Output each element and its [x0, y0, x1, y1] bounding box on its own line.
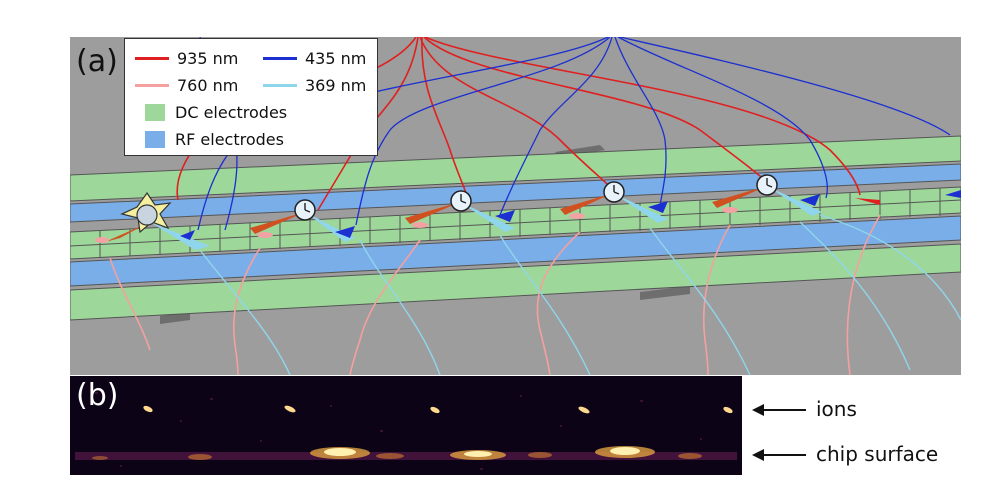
camera-image-background [70, 376, 742, 475]
legend-label-rf: RF electrodes [175, 130, 284, 149]
legend-item-760: 760 nm [135, 76, 238, 95]
clock-icon [294, 199, 316, 221]
chip-surface-scatter [75, 446, 737, 460]
legend-swatch-369 [263, 84, 297, 87]
ions-arrow [752, 404, 806, 416]
legend-item-rf: RF electrodes [145, 130, 284, 149]
legend-label-935: 935 nm [177, 49, 239, 68]
ion-fluorescence-spots [143, 405, 733, 414]
legend-item-435: 435 nm [263, 49, 366, 68]
legend-label-435: 435 nm [305, 49, 367, 68]
panel-a-label: (a) [76, 44, 118, 79]
chip-surface-arrow [752, 449, 806, 461]
legend-label-369: 369 nm [305, 76, 367, 95]
legend: 935 nm 435 nm 760 nm 369 nm DC electrode… [124, 38, 378, 156]
legend-item-369: 369 nm [263, 76, 366, 95]
chip-surface-label: chip surface [816, 442, 939, 466]
camera-noise [95, 392, 702, 470]
legend-swatch-760 [135, 84, 169, 87]
legend-item-dc: DC electrodes [145, 103, 287, 122]
legend-swatch-rf [145, 131, 165, 148]
rf-electrode-lower [70, 215, 961, 287]
legend-swatch-435 [263, 57, 297, 60]
legend-swatch-935 [135, 57, 169, 60]
laser-paths-369 [199, 214, 961, 375]
beam-spots [95, 207, 738, 243]
clock-icon [603, 181, 625, 203]
legend-item-935: 935 nm [135, 49, 238, 68]
dc-electrode-lower [70, 243, 961, 321]
dc-electrode-upper [70, 135, 961, 202]
legend-label-dc: DC electrodes [175, 103, 288, 122]
clock-icon [450, 190, 472, 212]
chip-surface-annotation: chip surface [816, 442, 938, 466]
clock-icon [756, 174, 778, 196]
panel-b-label: (b) [76, 378, 119, 413]
legend-label-760: 760 nm [177, 76, 239, 95]
legend-swatch-dc [145, 104, 165, 121]
star-ion-icon [120, 191, 172, 234]
ions-annotation: ions [816, 397, 857, 421]
ions-label: ions [816, 397, 857, 421]
beam-cones [105, 186, 961, 250]
laser-paths-760 [109, 214, 881, 375]
rf-electrode-upper [70, 163, 961, 223]
